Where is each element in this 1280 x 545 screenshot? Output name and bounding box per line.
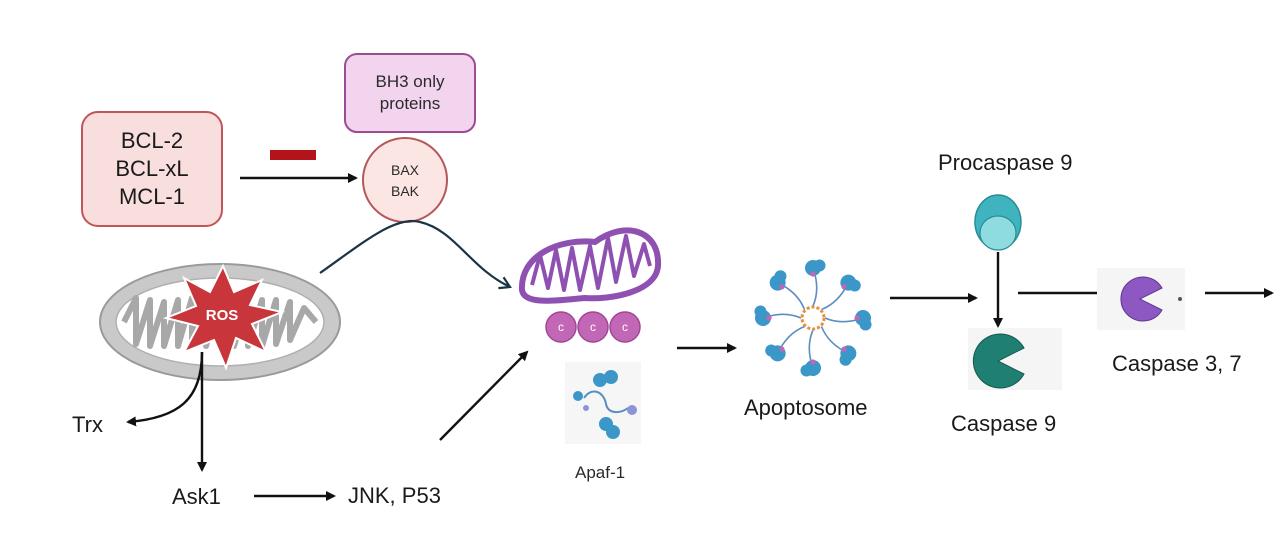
bh3-only-proteins-box: BH3 only proteins (344, 53, 476, 133)
mitochondrion-ros-icon: ROS (99, 263, 341, 381)
apoptosome-label: Apoptosome (744, 395, 868, 420)
cyt-c-label-2: c (590, 320, 596, 334)
caspase-3-7-label: Caspase 3, 7 (1112, 351, 1242, 376)
apoptosome-cyt-c (810, 271, 816, 277)
apoptosome-node (765, 344, 778, 357)
ask1-label: Ask1 (172, 484, 221, 509)
apoptosome-node (848, 279, 861, 292)
bax-bak-circle: BAX BAK (362, 137, 448, 223)
apoptosome-node (800, 364, 813, 377)
apoptosome-cyt-c (841, 284, 847, 290)
proteins-label: proteins (380, 94, 440, 113)
bcl-2-label: BCL-2 (121, 128, 183, 153)
apoptosome-cyt-c (779, 346, 785, 352)
bak-label: BAK (391, 183, 420, 199)
caspase-3-7-icon (1097, 268, 1185, 330)
jnk-p53-label: JNK, P53 (348, 483, 441, 508)
procaspase-9-label: Procaspase 9 (938, 150, 1073, 175)
bcl-xl-label: BCL-xL (115, 156, 188, 181)
cytochrome-c-icon: c c c (545, 311, 641, 343)
apoptosome-hub (800, 305, 826, 331)
apoptosome-node (754, 305, 767, 318)
inhibition-bar (270, 150, 316, 160)
mcl-1-label: MCL-1 (119, 184, 185, 209)
arrow-mito-to-mito (319, 219, 510, 287)
bcl-family-box: BCL-2 BCL-xL MCL-1 (81, 111, 223, 227)
ros-label: ROS (206, 307, 239, 324)
apoptosome-cyt-c (841, 346, 847, 352)
ros-star-icon (162, 263, 286, 371)
bax-label: BAX (391, 162, 420, 178)
procaspase-9-icon (974, 194, 1022, 251)
cyt-c-label-1: c (558, 320, 564, 334)
apoptosome-node (859, 318, 872, 331)
mitochondrion-purple-icon (518, 227, 662, 304)
arrow-jnk-to-mito (439, 350, 529, 441)
cyt-c-label-3: c (622, 320, 628, 334)
apoptosome-node (774, 270, 787, 283)
apaf-1-label: Apaf-1 (575, 463, 625, 482)
apoptosome-cyt-c (766, 315, 772, 321)
trx-label: Trx (72, 412, 103, 437)
caspase-9-icon (968, 328, 1062, 390)
apoptosome-node (813, 259, 826, 272)
apoptosome-icon (754, 259, 872, 377)
apoptosome-cyt-c (779, 284, 785, 290)
apoptosome-cyt-c (810, 359, 816, 365)
apoptosome-node (839, 353, 852, 366)
apoptosome-cyt-c (854, 315, 860, 321)
bh3-only-label: BH3 only (376, 72, 445, 91)
caspase-9-label: Caspase 9 (951, 411, 1056, 436)
apaf-1-monomer-icon (565, 362, 641, 444)
